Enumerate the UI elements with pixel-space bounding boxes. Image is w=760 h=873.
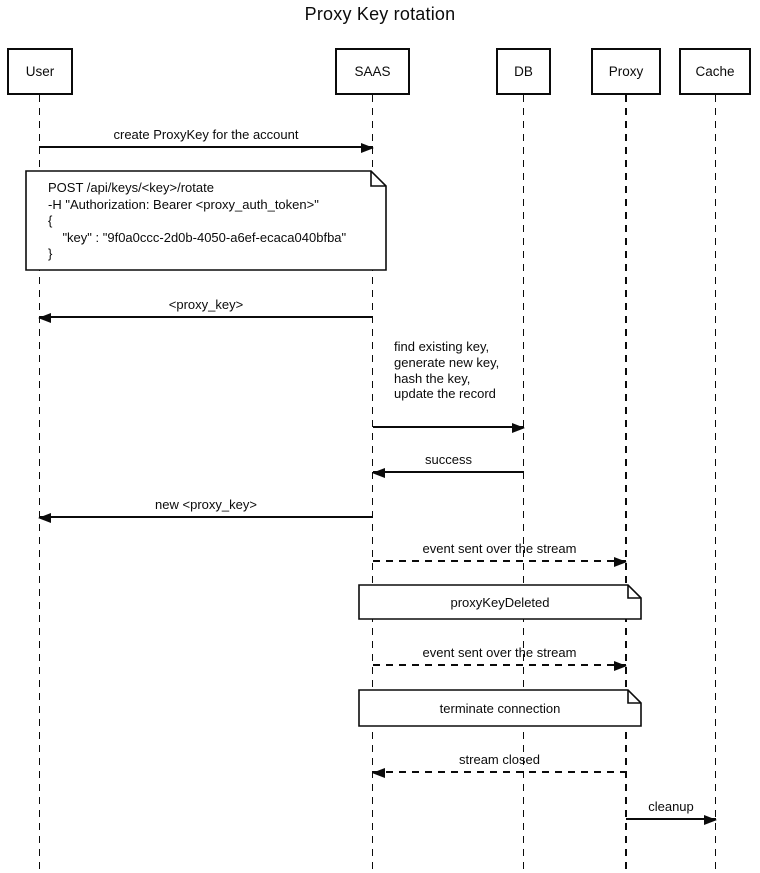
actor-label: Proxy <box>608 64 644 79</box>
note-text: terminate connection <box>439 700 561 716</box>
diagram-title: Proxy Key rotation <box>304 4 456 24</box>
message-line <box>39 316 373 318</box>
note-terminate-connection: terminate connection <box>358 689 642 727</box>
note-fold-icon <box>627 585 641 599</box>
lifeline-user <box>38 95 41 873</box>
note-line: } <box>48 246 53 261</box>
message-event-stream-2: event sent over the stream <box>373 640 627 671</box>
message-line <box>626 818 716 820</box>
note-request-payload: POST /api/keys/<key>/rotate -H "Authoriz… <box>25 170 387 271</box>
annotation-line: find existing key, <box>394 339 490 354</box>
message-event-stream-1: event sent over the stream <box>373 536 627 567</box>
arrowhead-right-icon <box>614 556 627 567</box>
note-line: { <box>48 213 53 228</box>
message-cleanup: cleanup <box>626 794 717 825</box>
message-success: success <box>372 447 524 478</box>
message-label: success <box>425 452 472 467</box>
message-new-proxy-key: new <proxy_key> <box>38 492 373 523</box>
actor-saas: SAAS <box>335 48 410 95</box>
message-line <box>373 471 524 473</box>
arrowhead-right-icon <box>704 814 717 825</box>
message-line <box>39 146 373 148</box>
actor-cache: Cache <box>679 48 751 95</box>
lifeline-cache <box>714 95 717 873</box>
actor-label: DB <box>514 64 533 79</box>
actor-label: Cache <box>695 64 735 79</box>
arrowhead-left-icon <box>372 767 385 778</box>
arrowhead-right-icon <box>361 142 374 153</box>
note-line: -H "Authorization: Bearer <proxy_auth_to… <box>48 196 319 212</box>
message-update-db <box>373 402 525 433</box>
message-create-proxykey: create ProxyKey for the account <box>39 122 374 153</box>
note-text: proxyKeyDeleted <box>450 594 550 610</box>
message-line <box>39 516 373 518</box>
actor-user: User <box>7 48 73 95</box>
actor-label: User <box>25 64 55 79</box>
annotation-line: hash the key, <box>394 370 471 386</box>
message-line <box>373 771 626 773</box>
message-proxy-key: <proxy_key> <box>38 292 373 323</box>
message-label: event sent over the stream <box>422 645 577 660</box>
note-shape <box>358 689 642 727</box>
annotation-line: update the record <box>394 386 496 402</box>
lifeline-proxy <box>625 95 627 873</box>
message-line <box>373 560 626 562</box>
arrowhead-left-icon <box>38 312 51 323</box>
message-label: stream closed <box>459 752 540 767</box>
note-line: POST /api/keys/<key>/rotate <box>48 180 214 195</box>
note-shape <box>25 170 387 271</box>
note-fold-icon <box>370 171 386 187</box>
annotation-line: generate new key, <box>394 354 500 370</box>
arrowhead-right-icon <box>614 660 627 671</box>
note-line: "key" : "9f0a0ccc-2d0b-4050-a6ef-ecaca04… <box>48 229 347 245</box>
message-label: new <proxy_key> <box>155 497 257 512</box>
actor-db: DB <box>496 48 551 95</box>
message-line <box>373 664 626 666</box>
actor-label: SAAS <box>354 64 391 79</box>
lifeline-saas <box>371 95 374 873</box>
lifeline-db <box>522 95 525 873</box>
arrowhead-left-icon <box>38 512 51 523</box>
saas-processing-annotation: find existing key, generate new key, has… <box>394 339 499 402</box>
note-proxykey-deleted: proxyKeyDeleted <box>358 584 642 620</box>
message-label: create ProxyKey for the account <box>113 127 299 142</box>
arrowhead-left-icon <box>372 467 385 478</box>
note-text: POST /api/keys/<key>/rotate -H "Authoriz… <box>25 170 387 263</box>
message-stream-closed: stream closed <box>372 747 626 778</box>
actor-proxy: Proxy <box>591 48 661 95</box>
note-shape <box>358 584 642 620</box>
note-fold-icon <box>627 690 641 704</box>
message-label: event sent over the stream <box>422 541 577 556</box>
message-line <box>373 426 524 428</box>
message-label: cleanup <box>648 799 694 814</box>
arrowhead-right-icon <box>512 422 525 433</box>
message-label: <proxy_key> <box>168 297 244 312</box>
